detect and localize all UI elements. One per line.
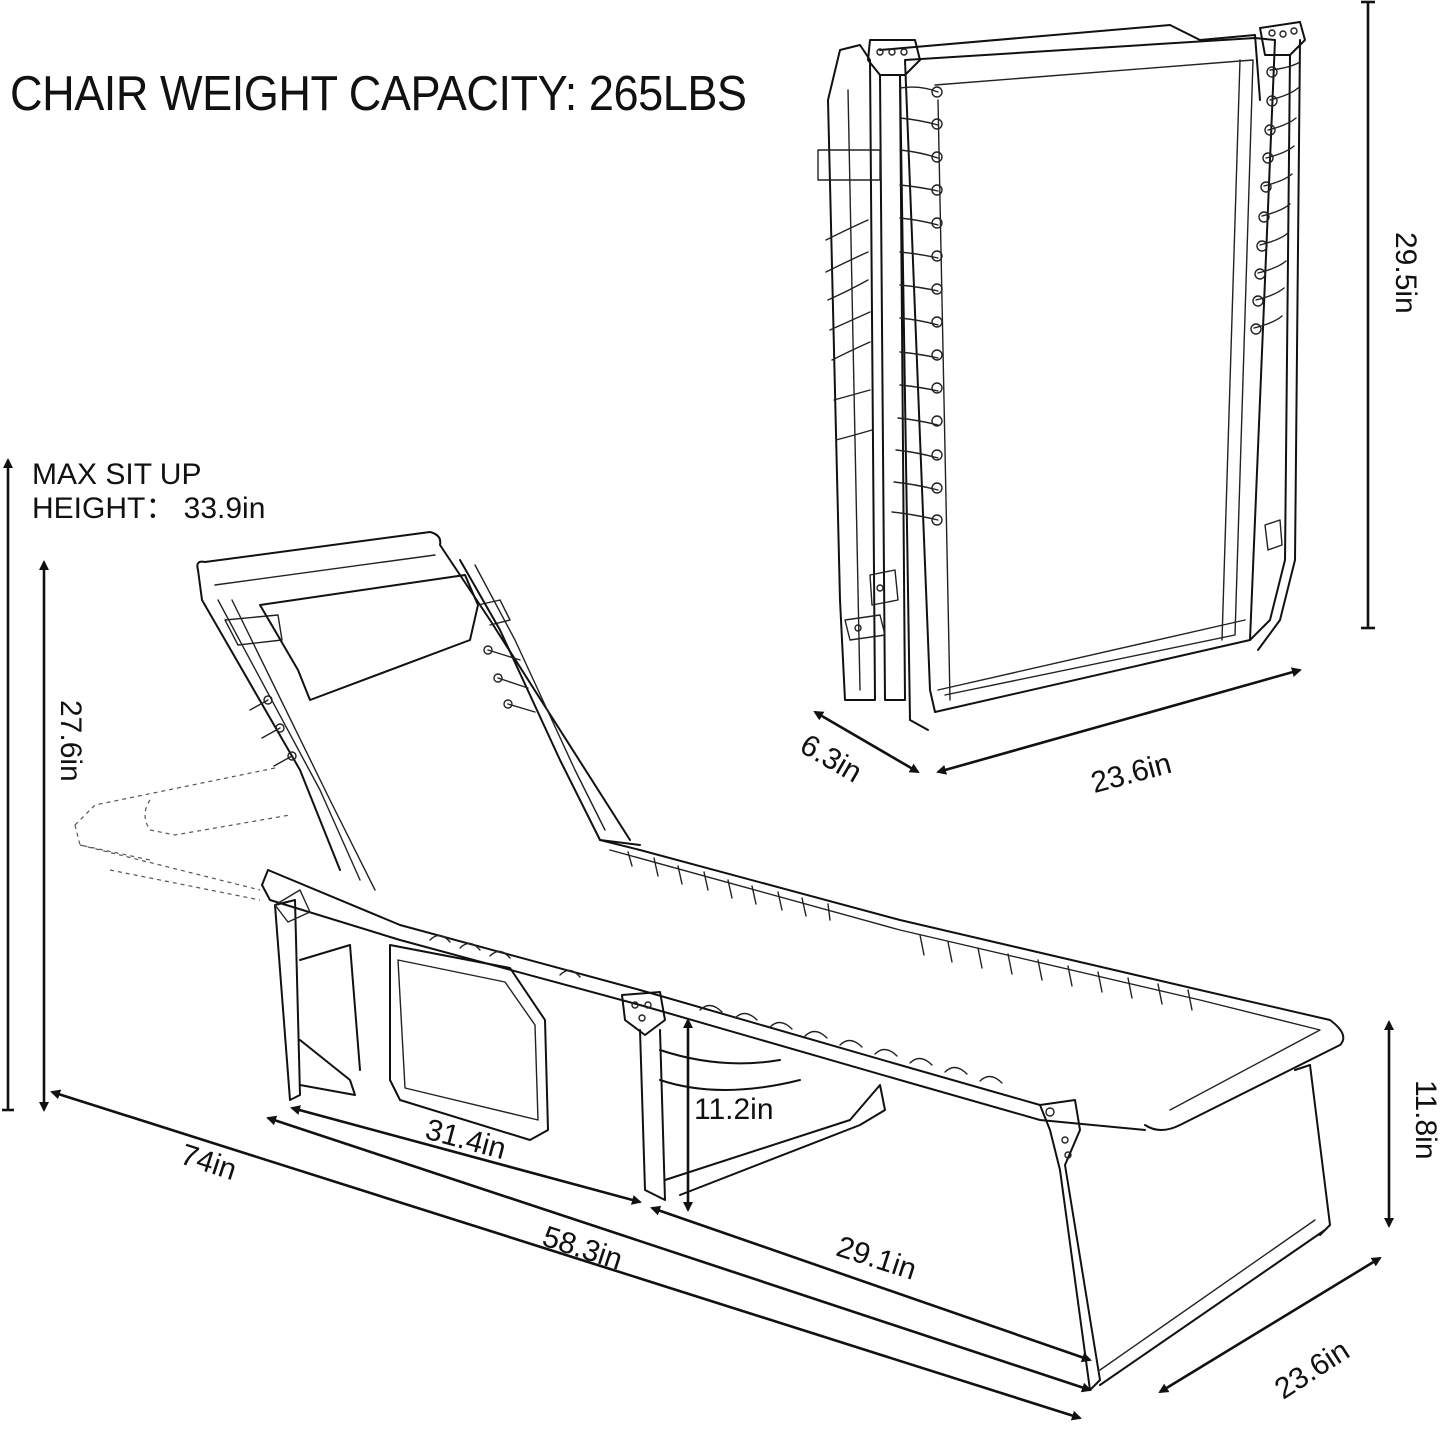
max-sit-up-height-label: MAX SIT UP HEIGHT： 33.9in [32, 458, 265, 526]
chair-width-line [1158, 1256, 1382, 1394]
folded-height-label: 29.5in [1389, 232, 1422, 314]
backrest-height-label: 27.6in [54, 700, 87, 782]
mid-leg-height-label: 11.2in [694, 1093, 774, 1126]
lounge-chair-illustration [74, 531, 1345, 1391]
end-leg-height-label: 11.8in [1409, 1080, 1442, 1160]
section-29-line [650, 1205, 1092, 1363]
folded-depth-dimension-line [813, 710, 920, 774]
section-58-line [266, 1115, 1092, 1393]
folded-chair-illustration [817, 21, 1306, 731]
folded-width-dimension-line [936, 667, 1302, 775]
weight-capacity-title: CHAIR WEIGHT CAPACITY: 265LBS [10, 67, 747, 121]
max-sit-up-line1: MAX SIT UP [32, 458, 202, 491]
max-sit-up-line2: HEIGHT： 33.9in [32, 492, 266, 525]
